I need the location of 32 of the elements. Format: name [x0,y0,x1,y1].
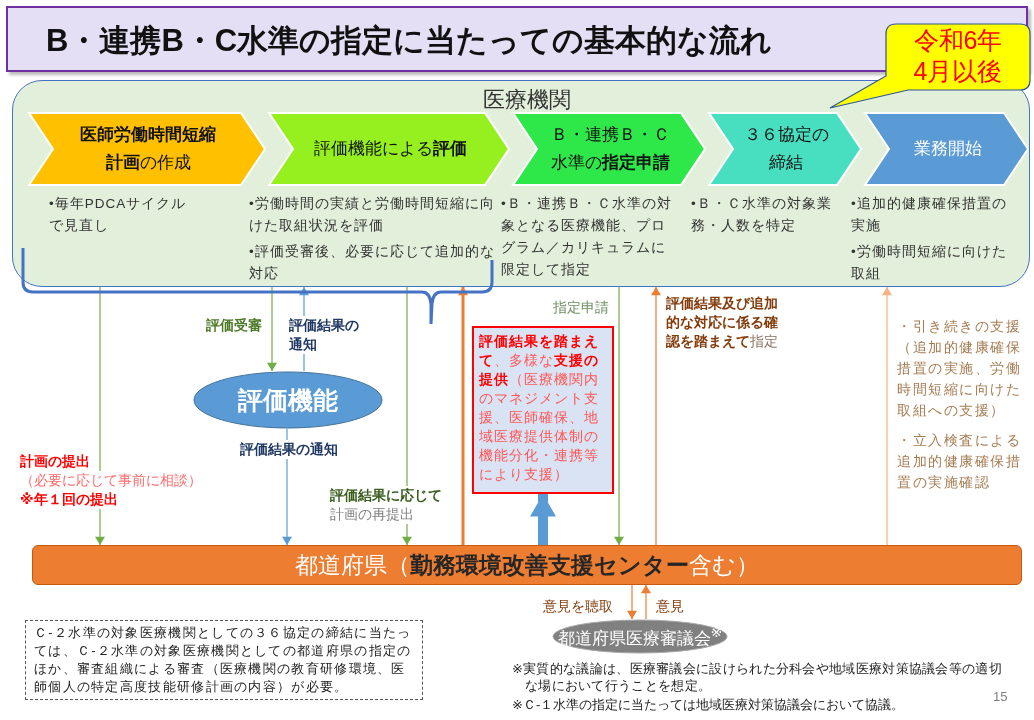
edge-label: 意見 [656,597,684,616]
bullet-text: •労働時間の実績と労働時間短縮に向けた取組状況を評価 [249,195,496,235]
bullet-text: •Ｂ・Ｃ水準の対象業務・人数を特定 [691,195,833,235]
note-text: ※年１回の提出 [20,490,118,509]
arrow [641,584,651,620]
prefecture-bar: 都道府県（勤務環境改善支援センター含む） [32,545,1022,585]
edge-label: 評価受審 [206,316,262,335]
process-step: 業務開始 [865,113,1028,185]
edge-label: 指定申請 [553,298,609,317]
arrow [458,287,468,545]
process-step: 医師労働時間短縮計画の作成 [29,113,265,185]
note-text: 計画の提出 [20,452,90,471]
bullet-text: •Ｂ・連携Ｂ・Ｃ水準の対象となる医療機能、プログラム／カリキュラムに限定して指定 [501,195,673,279]
arrow [627,584,637,620]
bullet-text: •評価受審後、必要に応じて追加的な対応 [249,243,496,283]
arrow [882,286,892,546]
ellipse-node: 評価機能 [193,371,383,429]
section-heading: 医療機関 [483,86,571,114]
note-box: Ｃ-２水準の対象医療機関としての３６協定の締結に当たっては、Ｃ-２水準の対象医療機関としての都道府県の指定のほか、審査組織による審査（医療機関の教育研修環境、医師個人の特定高度技能研修計画の内容）が必要。 [25,620,423,700]
bullet-text: •追加的健康確保措置の実施 [851,195,1008,235]
edge-label: 意見を聴取 [543,597,613,616]
arrow [267,286,277,372]
process-step: Ｂ・連携Ｂ・Ｃ水準の指定申請 [513,113,705,185]
arrow [614,286,624,546]
bullet-text: •毎年PDCAサイクルで見直し [49,195,188,235]
bullet-text: •労働時間短縮に向けた取組 [851,243,1008,283]
arrow [530,494,556,545]
process-step: 評価機能による評価 [269,113,509,185]
process-step: ３６協定の締結 [709,113,861,185]
arrow [651,286,661,546]
edge-label: 評価結果の通知 [240,440,338,459]
support-box: 評価結果を踏まえて、多様な支援の提供（医療機関内のマネジメント支援、医師確保、地域医療提供体制の機能分化・連携等により支援） [472,326,614,494]
